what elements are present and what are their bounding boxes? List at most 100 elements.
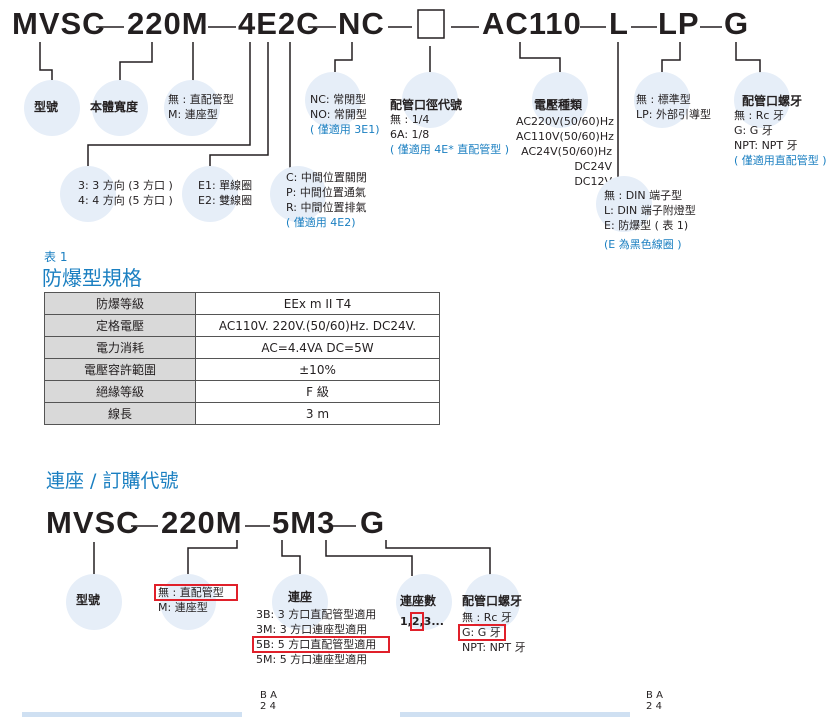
base-thread-1: 無 : Rc 牙: [462, 611, 512, 624]
highlight-box: [458, 624, 506, 641]
terminal-2: L: DIN 端子附燈型: [604, 204, 696, 217]
port-size-1: 無 : 1/4: [390, 113, 430, 126]
base-types-list: 3B: 3 方口直配管型適用 3M: 3 方口連座型適用 5B: 5 方口直配管…: [256, 607, 376, 667]
voltage-1: AC220V(50/60)Hz: [516, 115, 614, 128]
nc-option: NC: 常閉型: [310, 93, 367, 106]
base-code-220m: 220M: [161, 505, 243, 540]
voltage-4: DC24V: [574, 160, 612, 173]
port-mark: A: [270, 690, 277, 701]
label-circle: [532, 72, 588, 128]
port-size-note: ( 僅適用 4E* 直配管型 ): [390, 143, 510, 156]
thread-note: ( 僅適用直配管型 ): [734, 154, 827, 167]
ways-1: 3: 3 方向 (3 方口 ): [78, 179, 173, 192]
center-2: P: 中間位置通氣: [286, 186, 366, 199]
port-size-list: 無 : 1/4 6A: 1/8 ( 僅適用 4E* 直配管型 ): [390, 112, 509, 157]
count-1: 1,: [400, 615, 412, 628]
nc-note: ( 僅適用 3E1): [310, 123, 380, 136]
label-circle: [270, 166, 326, 222]
coil-list: E1: 單線圈 E2: 雙線圈: [198, 178, 252, 208]
table-key: 線長: [44, 402, 196, 425]
label-circle: [396, 574, 452, 630]
port-mark: 4: [269, 701, 276, 712]
code-part-lp: LP: [658, 6, 700, 41]
center-1: C: 中間位置關閉: [286, 171, 367, 184]
lamp-1: 無 : 標準型: [636, 93, 691, 106]
conn-type-2: M: 連座型: [168, 108, 218, 121]
table-title: 防爆型規格: [42, 266, 142, 290]
code-part-mvsc: MVSC: [12, 6, 106, 41]
code-part-g: G: [724, 6, 750, 41]
table-value: AC110V. 220V.(50/60)Hz. DC24V.: [195, 314, 440, 337]
table-value: EEx m II T4: [195, 292, 440, 315]
code-part-ac110: AC110: [482, 6, 582, 41]
base-conn-type-list: 無 : 直配管型 M: 連座型: [158, 585, 224, 615]
ways-2: 4: 4 方向 (5 方口 ): [78, 194, 173, 207]
table-caption: 表 1: [44, 250, 68, 264]
label-circle: [305, 72, 361, 128]
base-count: 1,2,3...: [400, 614, 444, 629]
table-value: AC=4.4VA DC=5W: [195, 336, 440, 359]
port-mark: 2: [646, 701, 653, 712]
label-model: 型號: [34, 100, 59, 114]
base-thread-3: NPT: NPT 牙: [462, 641, 526, 654]
thread-2: G: G 牙: [734, 124, 773, 137]
table-value: ±10%: [195, 358, 440, 381]
ways-list: 3: 3 方向 (3 方口 ) 4: 4 方向 (5 方口 ): [78, 178, 173, 208]
thread-list: 無 : Rc 牙 G: G 牙 NPT: NPT 牙 ( 僅適用直配管型 ): [734, 108, 827, 168]
base-thread-2: G: G 牙: [462, 626, 501, 639]
voltage-3: AC24V(50/60)Hz: [521, 145, 612, 158]
thread-1: 無 : Rc 牙: [734, 109, 784, 122]
base-type-4: 5M: 5 方口連座型適用: [256, 653, 368, 666]
label-circle: [24, 80, 80, 136]
lamp-list: 無 : 標準型 LP: 外部引導型: [636, 92, 711, 122]
coil-1: E1: 單線圈: [198, 179, 253, 192]
code-part-220m: 220M: [127, 6, 209, 41]
base-title: 連座 / 訂購代號: [46, 470, 179, 492]
label-circle: [160, 574, 216, 630]
port-mark: B: [646, 690, 653, 701]
center-3: R: 中間位置排氣: [286, 201, 367, 214]
base-label-thread: 配管口螺牙: [462, 594, 523, 608]
port-mark: 2: [260, 701, 267, 712]
count-3: ,3...: [419, 615, 444, 628]
label-circle: [634, 72, 690, 128]
port-marks-left: B A 2 4: [260, 690, 277, 712]
voltage-2: AC110V(50/60)Hz: [516, 130, 614, 143]
terminal-list: 無 : DIN 端子型 L: DIN 端子附燈型 E: 防爆型 ( 表 1) (…: [604, 188, 696, 252]
table-key: 定格電壓: [44, 314, 196, 337]
label-circle: [182, 166, 238, 222]
label-circle: [464, 574, 520, 630]
table-key: 電力消耗: [44, 336, 196, 359]
label-connection: 配管口徑代號: [390, 98, 463, 112]
voltage-list: AC220V(50/60)Hz AC110V(50/60)Hz AC24V(50…: [516, 114, 614, 189]
thread-3: NPT: NPT 牙: [734, 139, 798, 152]
base-code-g: G: [360, 505, 386, 540]
code-part-l: L: [609, 6, 629, 41]
table-row: 電壓容許範圍±10%: [44, 358, 440, 381]
label-circle: [92, 80, 148, 136]
table-key: 防爆等級: [44, 292, 196, 315]
port-mark: A: [656, 690, 663, 701]
base-type-1: 3B: 3 方口直配管型適用: [256, 608, 377, 621]
label-circle: [272, 574, 328, 630]
no-option: NO: 常開型: [310, 108, 367, 121]
base-code-5m3: 5M3: [272, 505, 336, 540]
voltage-5: DC12V: [574, 175, 612, 188]
base-label-base: 連座: [288, 590, 313, 604]
base-label-model: 型號: [76, 593, 101, 607]
coil-2: E2: 雙線圈: [198, 194, 253, 207]
conn-type-list: 無 : 直配管型 M: 連座型: [168, 92, 234, 122]
port-mark: B: [260, 690, 267, 701]
terminal-1: 無 : DIN 端子型: [604, 189, 683, 202]
table-value: F 級: [195, 380, 440, 403]
table-key: 絕緣等級: [44, 380, 196, 403]
count-2: 2: [411, 615, 420, 628]
table-key: 電壓容許範圍: [44, 358, 196, 381]
code-part-4e2c: 4E2C: [238, 6, 320, 41]
label-body-width: 本體寬度: [90, 100, 139, 114]
